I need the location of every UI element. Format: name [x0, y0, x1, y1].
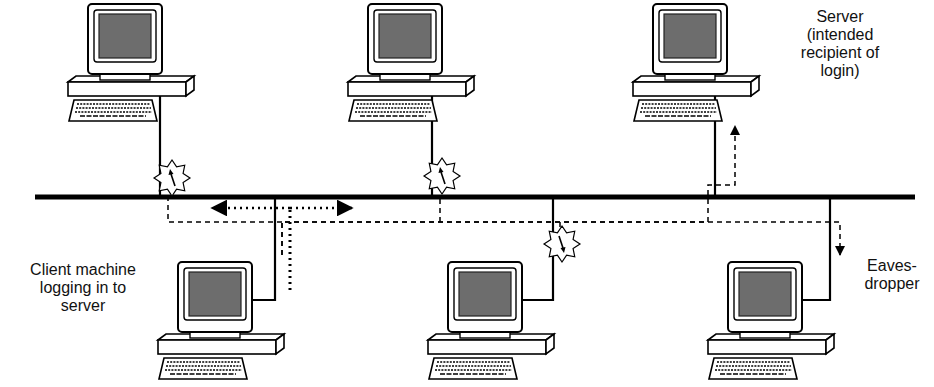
- packet-path: [559, 222, 561, 228]
- machine-label: Client machine logging in to server: [30, 261, 136, 315]
- packet-path: [282, 126, 735, 255]
- network-bus: [35, 195, 915, 200]
- drop-cable: [520, 197, 553, 300]
- drop-cable: [800, 197, 830, 300]
- machine-label: Server (intended recipient of login): [792, 8, 888, 80]
- client-machine: Client machine logging in to server: [20, 255, 292, 385]
- computer-icon: [633, 4, 759, 121]
- eavesdropper-machine: Eaves- dropper: [692, 255, 928, 385]
- computer-icon: [708, 262, 834, 379]
- packet-path: [439, 196, 441, 222]
- server-machine: Server (intended recipient of login): [622, 4, 892, 126]
- reject-burst: [154, 160, 190, 196]
- computer-icon: [68, 4, 194, 121]
- packet-path: [282, 222, 840, 255]
- machine-label: Eaves- dropper: [860, 257, 924, 293]
- computer-icon: [428, 262, 554, 379]
- reject-burst: [544, 226, 580, 262]
- reject-burst: [424, 158, 460, 194]
- computer-icon: [158, 262, 284, 379]
- transmit-arrow: [212, 207, 290, 209]
- computer-icon: [348, 4, 474, 121]
- drop-cable: [250, 197, 275, 300]
- transmit-path: [289, 208, 292, 290]
- transmit-arrow: [290, 207, 352, 209]
